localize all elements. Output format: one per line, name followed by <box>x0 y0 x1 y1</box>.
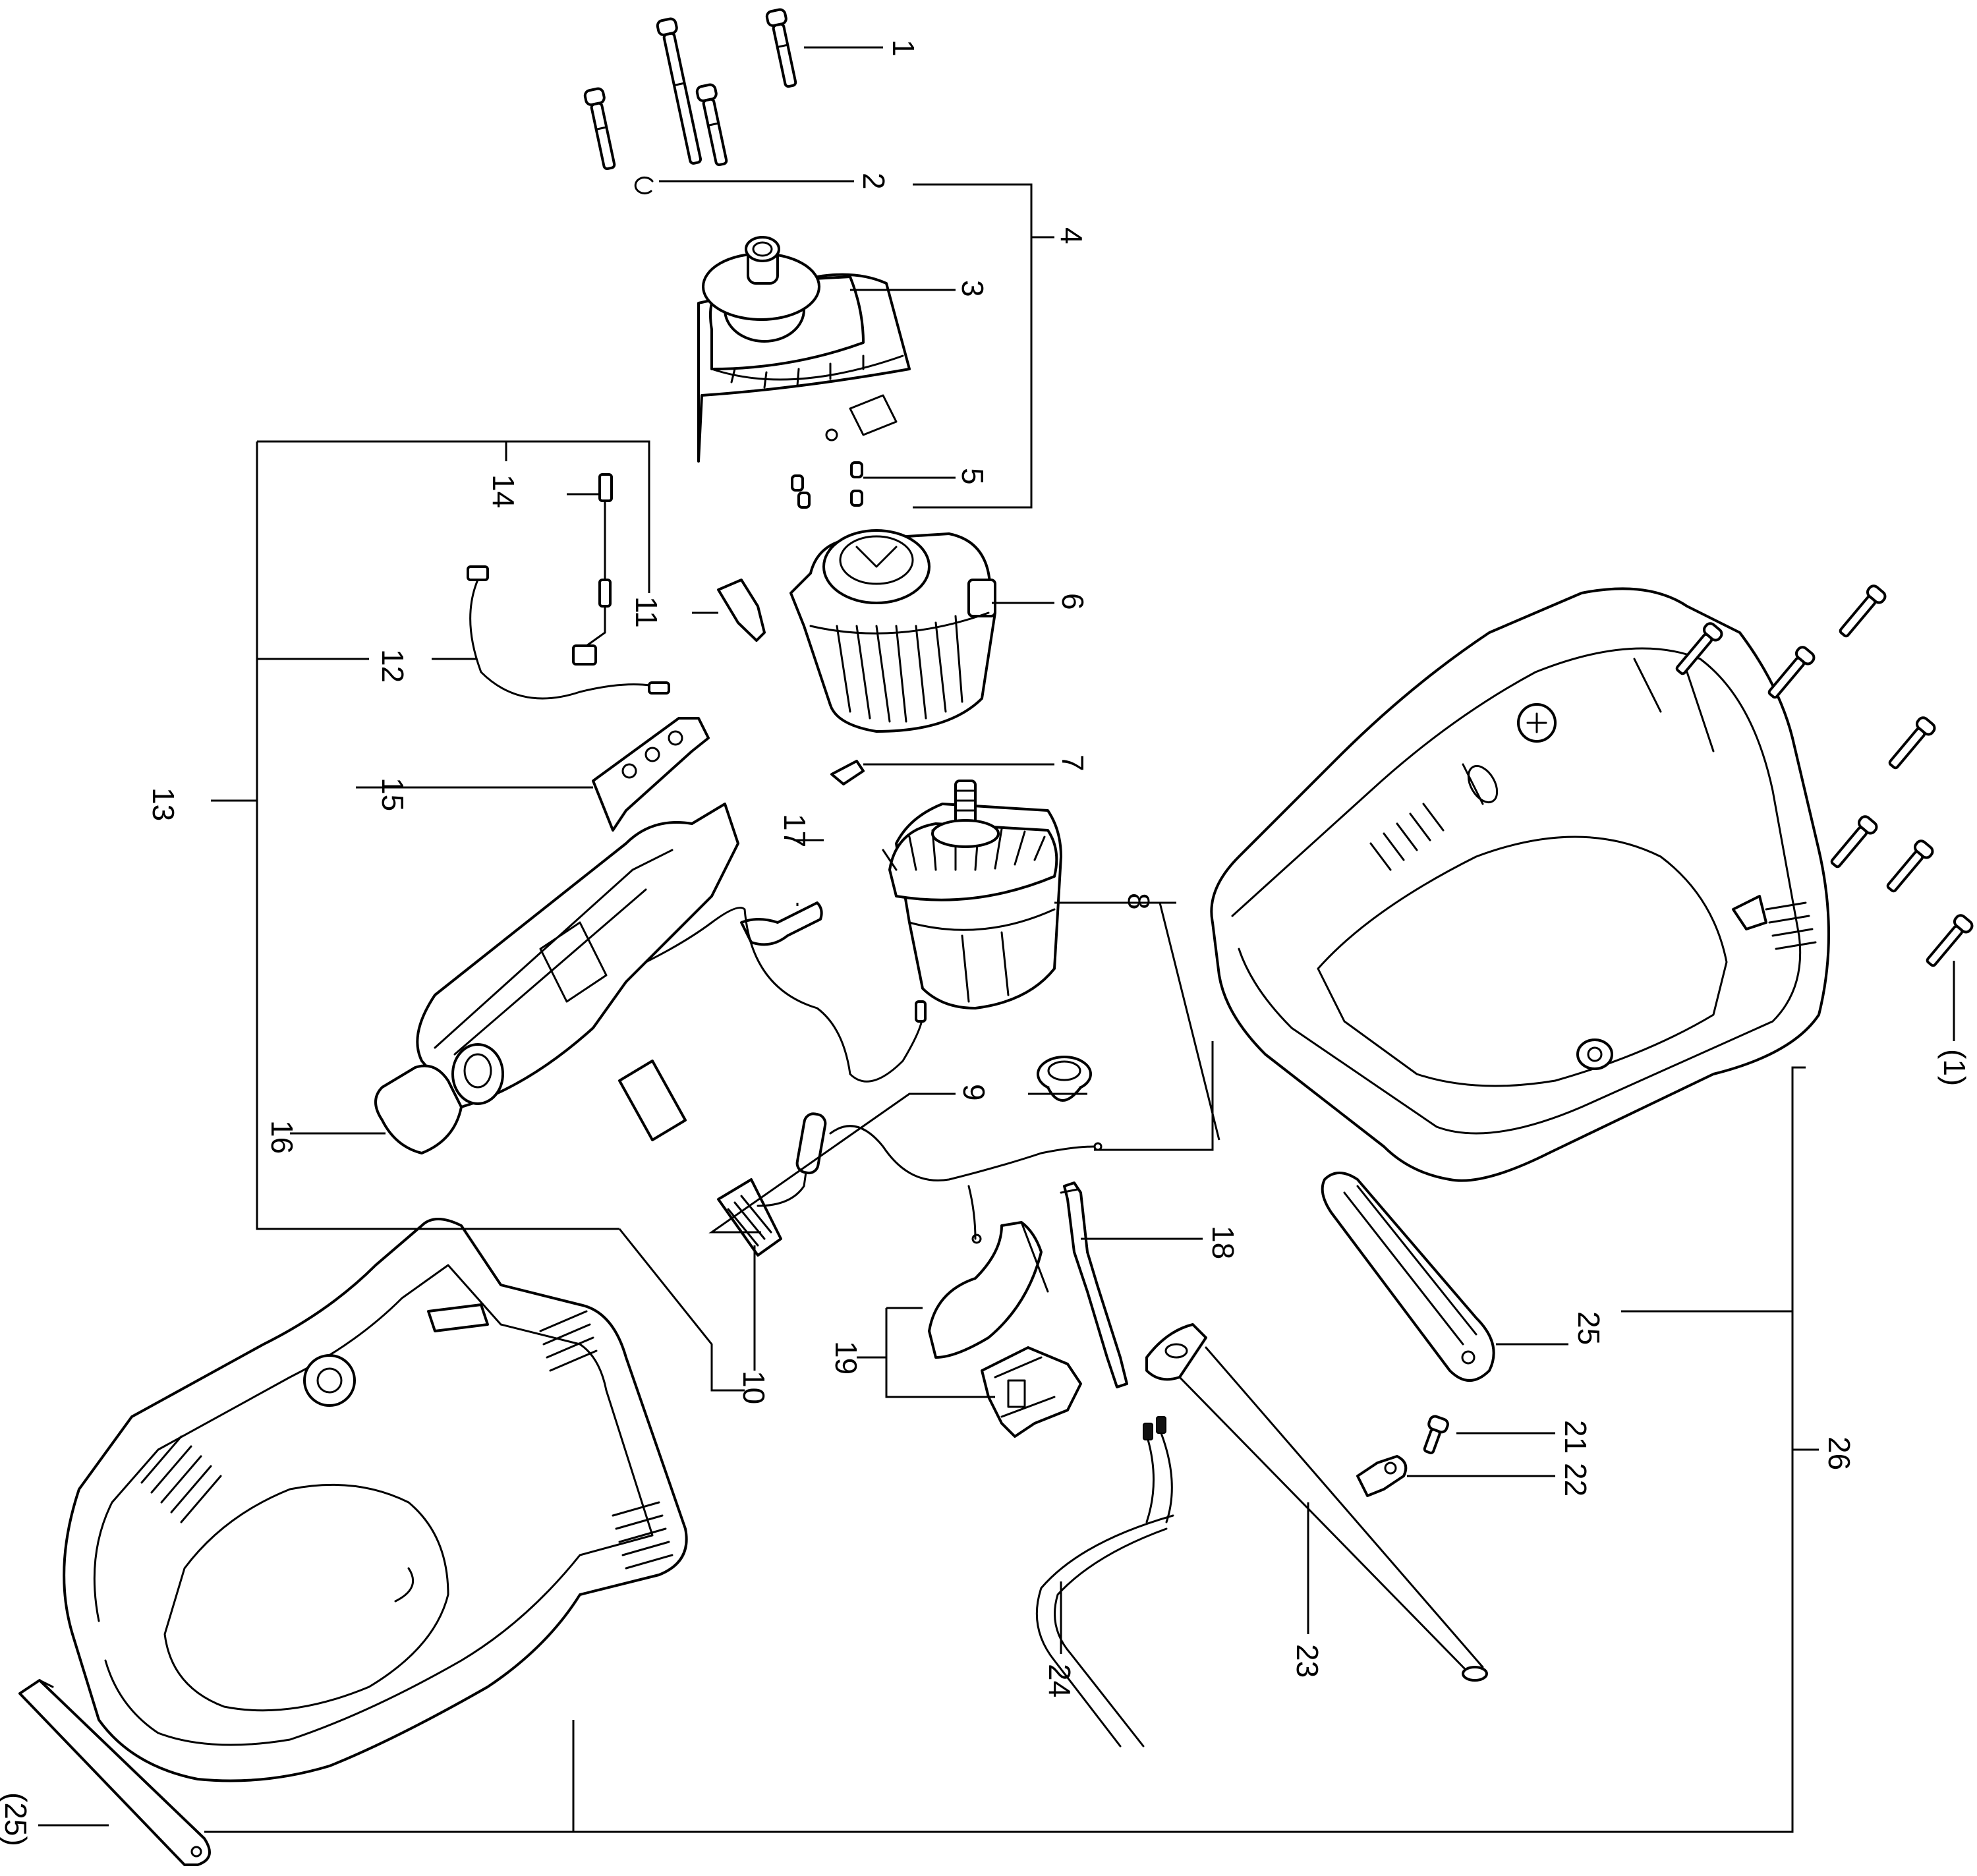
callout-13: 13 <box>146 787 181 821</box>
sensor-wire[interactable] <box>572 473 613 666</box>
leader-lines <box>38 46 1955 1833</box>
screw-icon <box>1767 646 1816 699</box>
belt-clip[interactable] <box>1321 1172 1495 1382</box>
screw-icon <box>656 17 702 165</box>
callout-12: 12 <box>376 649 410 683</box>
callout-9: 9 <box>957 1084 991 1101</box>
bracket[interactable] <box>717 579 766 642</box>
pin-set[interactable] <box>791 461 863 509</box>
screw-set-right[interactable] <box>1673 584 1974 969</box>
screw-icon <box>765 8 797 88</box>
callout-22: 22 <box>1559 1463 1593 1496</box>
callout-1: 1 <box>886 40 921 57</box>
callout-19: 19 <box>829 1341 863 1375</box>
gear-housing[interactable] <box>789 529 996 733</box>
rod[interactable] <box>1145 1323 1488 1682</box>
motor[interactable] <box>882 780 1062 1009</box>
lever[interactable] <box>1060 1181 1128 1388</box>
callout-26: 26 <box>1822 1436 1856 1470</box>
screw-icon <box>583 87 616 171</box>
callout-25-ref: (25) <box>0 1792 33 1846</box>
callout-1-ref: (1) <box>1937 1049 1972 1086</box>
screw-icon <box>1830 815 1878 868</box>
plate[interactable] <box>592 717 710 832</box>
callout-17: 17 <box>778 814 812 847</box>
screw-icon <box>1839 584 1887 638</box>
callout-14: 14 <box>486 474 521 508</box>
left-housing[interactable] <box>63 1218 688 1782</box>
callout-24: 24 <box>1043 1664 1077 1697</box>
callout-18: 18 <box>1206 1226 1240 1259</box>
screw-set-top[interactable] <box>583 8 800 171</box>
screw-21[interactable] <box>1419 1415 1449 1455</box>
callout-8: 8 <box>1122 893 1156 910</box>
callout-23: 23 <box>1290 1644 1325 1678</box>
gearbox-assembly[interactable] <box>697 236 911 463</box>
callout-2: 2 <box>857 173 891 190</box>
callout-11: 11 <box>629 596 664 628</box>
callout-15: 15 <box>376 778 410 811</box>
callout-25: 25 <box>1572 1311 1606 1345</box>
bearing-cap[interactable] <box>1037 1056 1092 1102</box>
callout-4: 4 <box>1054 227 1089 244</box>
callout-21: 21 <box>1559 1420 1593 1454</box>
clip-icon[interactable] <box>830 760 865 785</box>
callout-7: 7 <box>1056 754 1090 772</box>
callout-16: 16 <box>265 1120 299 1154</box>
screw-icon <box>1886 839 1934 893</box>
callout-3: 3 <box>956 280 990 297</box>
retaining-ring-icon[interactable] <box>634 176 654 194</box>
screw-icon <box>1675 622 1723 675</box>
trigger-switch[interactable] <box>928 1221 1082 1438</box>
belt-clip-reference[interactable] <box>18 1679 211 1866</box>
hook-nut[interactable] <box>1356 1455 1408 1497</box>
screw-icon <box>695 83 728 167</box>
screw-icon <box>1888 716 1936 770</box>
callout-5: 5 <box>956 468 990 485</box>
right-housing[interactable] <box>1210 587 1830 1182</box>
battery-module[interactable] <box>374 803 927 1154</box>
screw-icon <box>1926 914 1974 967</box>
spring-clip[interactable] <box>740 901 823 946</box>
callout-labels: 1 2 3 4 5 6 7 8 9 10 11 12 13 14 15 16 1… <box>0 40 1972 1846</box>
wire-harness[interactable] <box>467 565 670 700</box>
callout-6: 6 <box>1056 593 1090 610</box>
callout-10: 10 <box>737 1371 771 1404</box>
connector[interactable] <box>717 1112 1103 1257</box>
